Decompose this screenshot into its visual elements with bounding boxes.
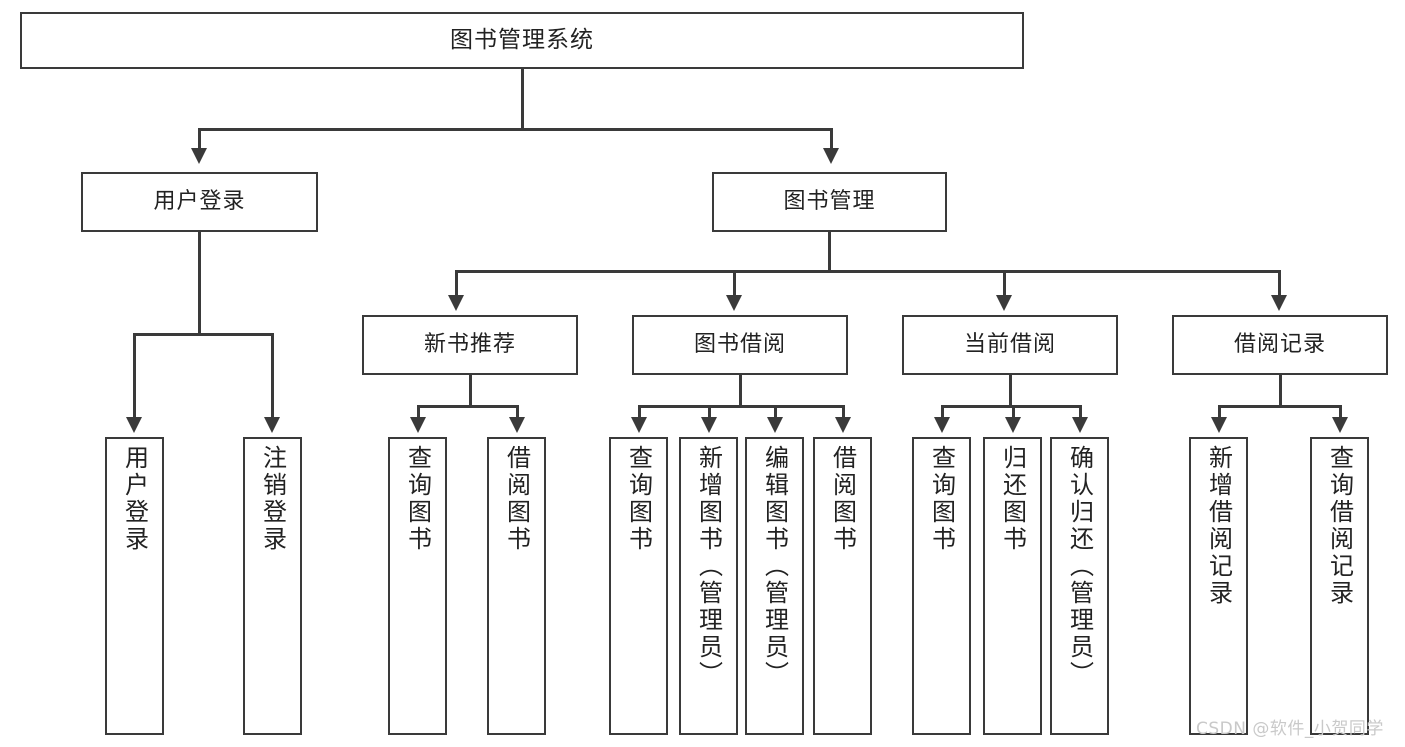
connector-userlogin-drop-1 bbox=[133, 333, 136, 419]
leaf-query-book-borrow[interactable]: 查询图书 bbox=[609, 437, 668, 735]
connector-root-drop-left bbox=[198, 128, 201, 150]
leaf-logout[interactable]: 注销登录 bbox=[243, 437, 302, 735]
arrowhead-borrow-book-b bbox=[835, 417, 851, 433]
node-label: 借阅图书 bbox=[502, 445, 531, 553]
node-current-borrow[interactable]: 当前借阅 bbox=[902, 315, 1118, 375]
connector-borrowrecord-stem bbox=[1279, 375, 1282, 407]
node-book-management[interactable]: 图书管理 bbox=[712, 172, 947, 232]
node-label: 借阅记录 bbox=[1233, 332, 1326, 358]
connector-bookborrow-drop-1 bbox=[638, 405, 641, 419]
connector-newbook-drop-1 bbox=[417, 405, 420, 419]
arrowhead-query-book-b bbox=[631, 417, 647, 433]
connector-bookmgmt-drop-2 bbox=[733, 270, 736, 297]
arrowhead-book-borrow bbox=[726, 295, 742, 311]
connector-bookborrow-drop-2 bbox=[708, 405, 711, 419]
node-root-system[interactable]: 图书管理系统 bbox=[20, 12, 1024, 69]
node-label: 当前借阅 bbox=[963, 332, 1056, 358]
leaf-query-book-current[interactable]: 查询图书 bbox=[912, 437, 971, 735]
node-label: 用户登录 bbox=[153, 189, 246, 215]
connector-bookmgmt-bus bbox=[456, 270, 1280, 273]
arrowhead-current-borrow bbox=[996, 295, 1012, 311]
arrowhead-return-book bbox=[1005, 417, 1021, 433]
connector-bookborrow-bus bbox=[639, 405, 843, 408]
node-label: 注销登录 bbox=[258, 445, 287, 553]
connector-userlogin-drop-2 bbox=[271, 333, 274, 419]
connector-currentborrow-drop-2 bbox=[1012, 405, 1015, 419]
connector-bookmgmt-stem bbox=[828, 232, 831, 272]
leaf-return-book[interactable]: 归还图书 bbox=[983, 437, 1042, 735]
node-label: 确认归还（管理员） bbox=[1065, 445, 1094, 688]
arrowhead-confirm-return bbox=[1072, 417, 1088, 433]
leaf-edit-book-admin[interactable]: 编辑图书（管理员） bbox=[745, 437, 804, 735]
leaf-borrow-book-newbook[interactable]: 借阅图书 bbox=[487, 437, 546, 735]
connector-bookmgmt-drop-1 bbox=[455, 270, 458, 297]
leaf-add-book-admin[interactable]: 新增图书（管理员） bbox=[679, 437, 738, 735]
node-label: 用户登录 bbox=[120, 445, 149, 553]
leaf-add-borrow-record[interactable]: 新增借阅记录 bbox=[1189, 437, 1248, 735]
connector-newbook-stem bbox=[469, 375, 472, 407]
node-label: 归还图书 bbox=[998, 445, 1027, 553]
node-new-book-recommend[interactable]: 新书推荐 bbox=[362, 315, 578, 375]
arrowhead-edit-book bbox=[767, 417, 783, 433]
node-label: 编辑图书（管理员） bbox=[760, 445, 789, 688]
arrowhead-add-borrow-record bbox=[1211, 417, 1227, 433]
connector-borrowrecord-drop-2 bbox=[1339, 405, 1342, 419]
arrowhead-leaf-user-login bbox=[126, 417, 142, 433]
node-label: 图书管理系统 bbox=[450, 26, 594, 53]
connector-bookmgmt-drop-3 bbox=[1003, 270, 1006, 297]
leaf-query-book-newbook[interactable]: 查询图书 bbox=[388, 437, 447, 735]
connector-borrowrecord-bus bbox=[1219, 405, 1341, 408]
node-label: 新增图书（管理员） bbox=[694, 445, 723, 688]
leaf-confirm-return-admin[interactable]: 确认归还（管理员） bbox=[1050, 437, 1109, 735]
connector-root-bus bbox=[199, 128, 832, 131]
connector-borrowrecord-drop-1 bbox=[1218, 405, 1221, 419]
node-label: 图书管理 bbox=[783, 189, 876, 215]
node-label: 新书推荐 bbox=[423, 332, 516, 358]
connector-bookborrow-drop-3 bbox=[774, 405, 777, 419]
connector-currentborrow-drop-1 bbox=[941, 405, 944, 419]
node-label: 查询借阅记录 bbox=[1325, 445, 1354, 607]
arrowhead-query-borrow-record bbox=[1332, 417, 1348, 433]
node-label: 查询图书 bbox=[624, 445, 653, 553]
connector-root-drop-right bbox=[830, 128, 833, 150]
arrowhead-book-manage bbox=[823, 148, 839, 164]
connector-newbook-bus bbox=[418, 405, 518, 408]
connector-currentborrow-drop-3 bbox=[1079, 405, 1082, 419]
connector-newbook-drop-2 bbox=[516, 405, 519, 419]
csdn-watermark: CSDN @软件_小贺同学 bbox=[1196, 719, 1384, 739]
arrowhead-borrow-book-a bbox=[509, 417, 525, 433]
arrowhead-user-login bbox=[191, 148, 207, 164]
connector-root-stem bbox=[521, 69, 524, 130]
connector-bookborrow-stem bbox=[739, 375, 742, 407]
node-label: 新增借阅记录 bbox=[1204, 445, 1233, 607]
node-label: 借阅图书 bbox=[828, 445, 857, 553]
arrowhead-add-book bbox=[701, 417, 717, 433]
node-label: 查询图书 bbox=[403, 445, 432, 553]
connector-userlogin-stem bbox=[198, 232, 201, 335]
arrowhead-new-book-rec bbox=[448, 295, 464, 311]
connector-currentborrow-stem bbox=[1009, 375, 1012, 407]
leaf-borrow-book[interactable]: 借阅图书 bbox=[813, 437, 872, 735]
arrowhead-leaf-logout bbox=[264, 417, 280, 433]
node-user-login[interactable]: 用户登录 bbox=[81, 172, 318, 232]
arrowhead-borrow-record bbox=[1271, 295, 1287, 311]
leaf-user-login[interactable]: 用户登录 bbox=[105, 437, 164, 735]
node-borrow-record[interactable]: 借阅记录 bbox=[1172, 315, 1388, 375]
arrowhead-query-book-c bbox=[934, 417, 950, 433]
connector-currentborrow-bus bbox=[942, 405, 1080, 408]
node-book-borrow[interactable]: 图书借阅 bbox=[632, 315, 848, 375]
connector-userlogin-bus bbox=[134, 333, 273, 336]
connector-bookmgmt-drop-4 bbox=[1278, 270, 1281, 297]
connector-bookborrow-drop-4 bbox=[842, 405, 845, 419]
arrowhead-query-book-a bbox=[410, 417, 426, 433]
leaf-query-borrow-record[interactable]: 查询借阅记录 bbox=[1310, 437, 1369, 735]
node-label: 查询图书 bbox=[927, 445, 956, 553]
node-label: 图书借阅 bbox=[693, 332, 786, 358]
